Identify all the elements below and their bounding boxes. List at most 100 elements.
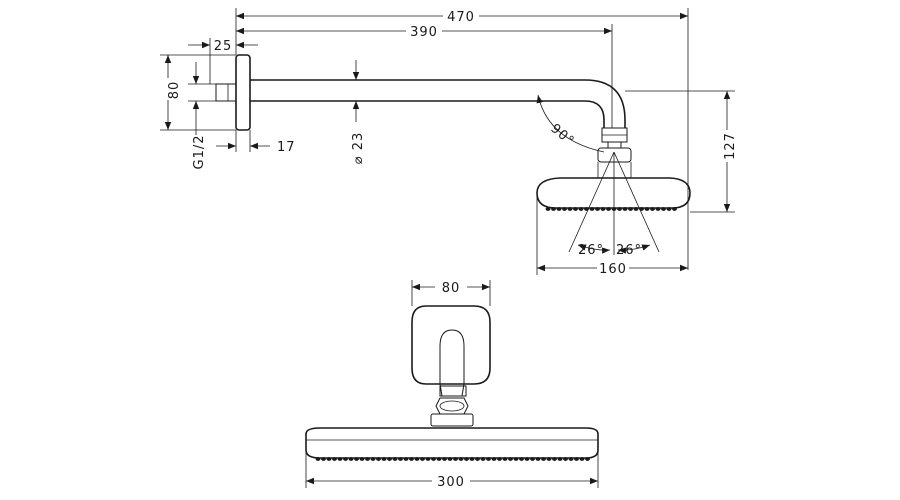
nozzle [398,457,403,461]
nozzle [545,207,551,211]
dim-26-left-label: 26° [578,243,604,258]
nozzle [600,207,606,211]
nozzle [628,207,633,211]
nozzle [359,457,365,461]
nozzle [617,207,622,211]
dim-26-right-label: 26° [616,243,642,258]
nozzle [387,457,392,461]
nozzle [666,207,672,211]
nozzle [606,207,611,211]
nozzle [644,207,650,211]
nozzle [480,457,486,461]
nozzle [332,457,337,461]
nozzle [568,457,574,461]
nozzle [453,457,458,461]
nozzle [661,207,666,211]
dim-25-label: 25 [214,39,233,54]
nozzle-row-front [315,457,590,461]
nozzle [414,457,420,461]
nozzle [343,457,348,461]
nozzle [519,457,524,461]
dim-300-label: 300 [437,475,465,490]
thread-connector [215,83,237,102]
dim-90-label: 90° [547,121,577,149]
dim-thread-label: G1/2 [192,135,207,170]
nozzle [486,457,491,461]
nozzle [370,457,376,461]
nozzle [475,457,480,461]
nozzle [326,457,332,461]
nozzle [672,207,677,211]
nozzle [567,207,573,211]
nozzle [524,457,530,461]
nozzle [376,457,381,461]
side-view: 470 390 25 80 G1/2 17 ⌀ 23 [160,8,738,277]
nozzle [442,457,447,461]
nozzle [585,457,590,461]
nozzle-row-side [545,207,677,211]
nozzle [556,207,562,211]
nozzle [502,457,508,461]
nozzle [513,457,519,461]
nozzle [365,457,370,461]
swivel-front [435,397,469,415]
nozzle [497,457,502,461]
dim-390-label: 390 [410,25,438,40]
nozzle [321,457,326,461]
nozzle [392,457,398,461]
nozzle [420,457,425,461]
dim-17-label: 17 [277,140,296,155]
dim-80-vertical-label: 80 [167,81,182,100]
escutcheon-plate [411,305,491,385]
nozzle [574,457,579,461]
nozzle [546,457,552,461]
nozzle [381,457,387,461]
shower-head-front [305,427,599,459]
nozzle [589,207,595,211]
nozzle [552,457,557,461]
nozzle [469,457,475,461]
nozzle [447,457,453,461]
nozzle [431,457,436,461]
nozzle [425,457,431,461]
dim-80-horizontal-label: 80 [442,281,461,296]
nozzle [655,207,661,211]
nozzle [562,207,567,211]
nozzle [541,457,546,461]
nozzle [348,457,354,461]
nozzle [458,457,464,461]
dim-160-label: 160 [599,262,627,277]
nozzle [579,457,585,461]
shower-arm [250,79,626,128]
nozzle [650,207,655,211]
dim-127-label: 127 [723,132,738,160]
nozzle [508,457,513,461]
nozzle [563,457,568,461]
dim-470-label: 470 [447,10,475,25]
nozzle [315,457,321,461]
wall-flange [235,54,251,131]
nozzle [464,457,469,461]
shower-head-side [536,177,691,209]
nozzle [622,207,628,211]
spray-line-right [613,151,660,253]
nozzle [409,457,414,461]
nozzle [354,457,359,461]
angle-arc-90 [536,94,605,153]
nozzle [436,457,442,461]
nozzle [491,457,497,461]
nozzle [535,457,541,461]
nozzle [551,207,556,211]
spray-line-left [568,151,615,253]
nozzle [337,457,343,461]
dim-diameter-label: ⌀ 23 [351,132,366,165]
nozzle [633,207,639,211]
front-view: 80 300 [305,280,599,490]
nozzle [578,207,584,211]
nozzle [530,457,535,461]
nozzle [403,457,409,461]
nozzle [557,457,563,461]
nozzle [573,207,578,211]
nozzle [595,207,600,211]
